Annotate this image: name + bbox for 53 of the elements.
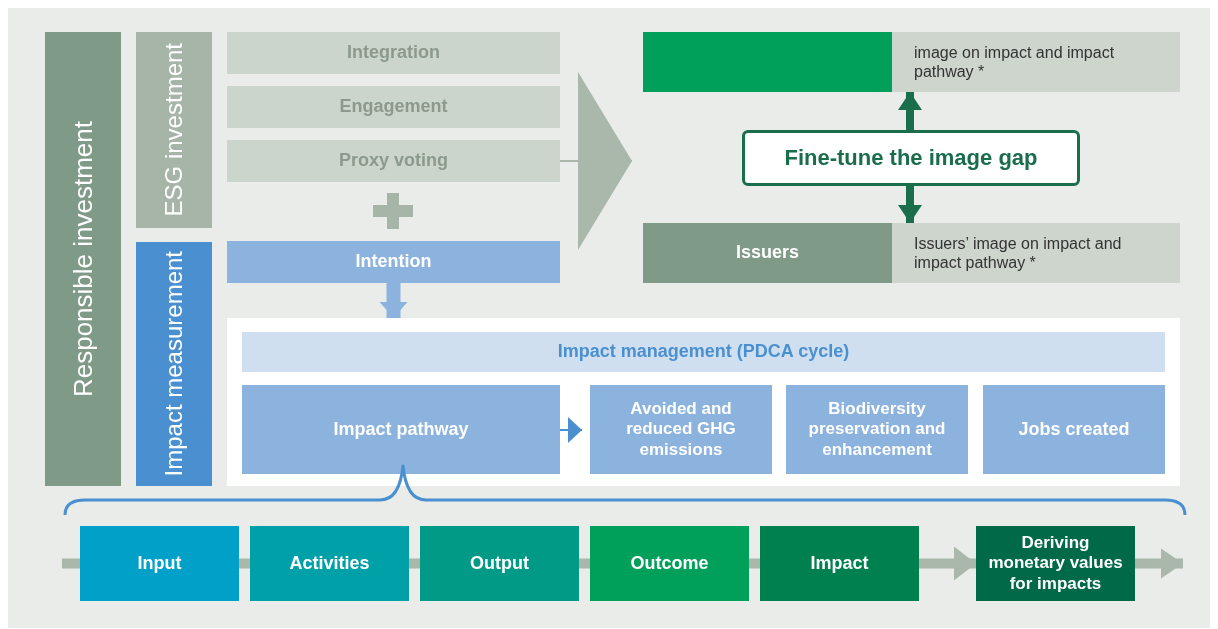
process-box <box>892 32 1180 92</box>
process-box <box>227 140 560 182</box>
process-box <box>590 526 749 601</box>
process-box <box>242 332 1165 372</box>
node-label: ESG investment <box>160 43 188 217</box>
node-label: Activities <box>289 552 370 575</box>
node-label: Responsible investment <box>68 120 98 397</box>
process-box <box>976 526 1135 601</box>
node-label: Issuers’ image on impact and impact pathway * <box>914 233 1123 273</box>
process-box <box>250 526 409 601</box>
node-label: Fine-tune the image gap <box>784 144 1038 172</box>
side-band <box>136 32 212 228</box>
process-box <box>892 223 1180 283</box>
arrow <box>898 92 922 130</box>
node-label: Impact <box>810 552 869 575</box>
process-box <box>80 526 239 601</box>
node-label: Impact measurement <box>160 251 188 477</box>
process-box <box>983 385 1165 474</box>
panel-background <box>227 318 1180 486</box>
process-box <box>420 526 579 601</box>
node-label: image on impact and impact pathway * <box>914 42 1116 82</box>
node-label: Output <box>470 552 529 575</box>
callout-box <box>742 130 1080 186</box>
node-label: Integration <box>347 42 440 64</box>
side-band <box>45 32 121 486</box>
arrow <box>1135 548 1183 579</box>
process-box <box>227 86 560 128</box>
node-label: Input <box>137 552 182 575</box>
process-box <box>786 385 968 474</box>
process-box <box>227 241 560 283</box>
node-label: Outcome <box>630 552 709 575</box>
node-label: Engagement <box>339 96 448 118</box>
node-label: Jobs created <box>1018 418 1130 441</box>
node-label: Intention <box>355 251 432 273</box>
node-label: Proxy voting <box>339 150 448 172</box>
node-label: Impact pathway <box>333 418 469 441</box>
process-box <box>242 385 560 474</box>
process-box <box>760 526 919 601</box>
node-label: Impact management (PDCA cycle) <box>557 341 850 363</box>
process-box <box>643 223 892 283</box>
process-box <box>227 32 560 74</box>
arrow <box>379 283 408 318</box>
arrow <box>559 417 583 443</box>
node-label: Biodiversity preservation and enhancement <box>807 398 947 461</box>
node-label: Deriving monetary values for impacts <box>987 532 1124 595</box>
arrow <box>898 186 922 223</box>
node-label: Issuers <box>735 242 799 264</box>
header-box <box>643 32 892 92</box>
node-label: Avoided and reduced GHG emissions <box>625 398 737 461</box>
arrow <box>919 546 976 581</box>
chevron-arrow <box>559 72 633 250</box>
process-box <box>590 385 772 474</box>
side-band <box>136 242 212 486</box>
